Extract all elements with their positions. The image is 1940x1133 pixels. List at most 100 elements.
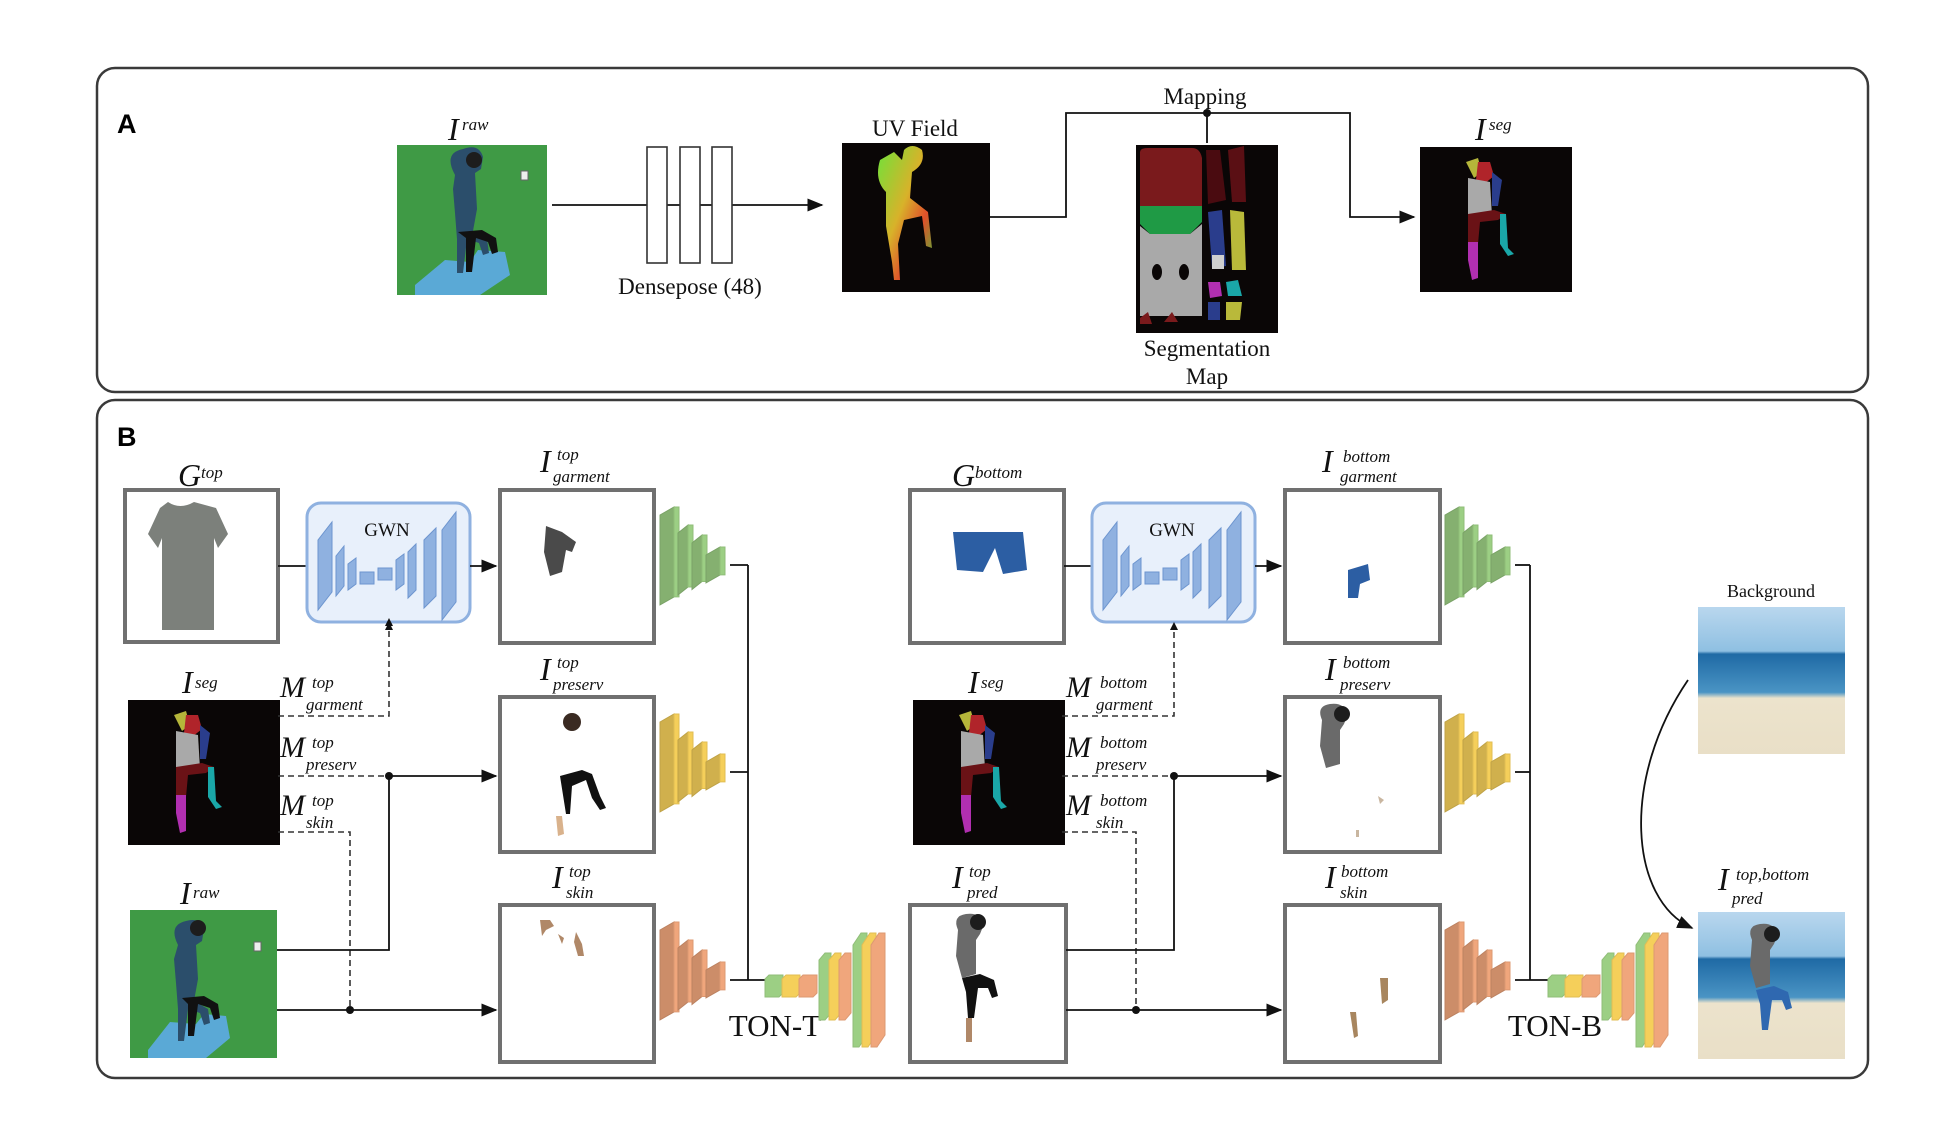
pred-top-label: I top pred bbox=[951, 859, 998, 902]
densepose-label: Densepose (48) bbox=[618, 274, 762, 299]
ton-b-label: TON-B bbox=[1508, 1008, 1602, 1043]
ton-t-decoder bbox=[764, 932, 886, 1048]
junction-node bbox=[346, 1006, 354, 1014]
svg-text:preserv: preserv bbox=[1095, 755, 1147, 774]
svg-text:top: top bbox=[312, 791, 334, 810]
svg-text:I: I bbox=[1321, 443, 1334, 479]
a-seg-label: I seg bbox=[1474, 111, 1512, 147]
svg-text:I: I bbox=[181, 664, 194, 700]
svg-text:top: top bbox=[312, 673, 334, 692]
bottom-preserv-image bbox=[1320, 703, 1384, 837]
ton-t-decoder-output bbox=[870, 932, 886, 1048]
svg-text:seg: seg bbox=[981, 673, 1004, 692]
ton-b-decoder-output bbox=[1653, 932, 1669, 1048]
bottom-garment-label: I bottom garment bbox=[1321, 443, 1398, 486]
densepose-network-icon bbox=[646, 146, 733, 264]
encoder-bottom-preserv-layer bbox=[1476, 740, 1488, 798]
encoder-bottom-garment-layer-side bbox=[1504, 546, 1511, 576]
encoder-bottom-preserv bbox=[1444, 713, 1511, 813]
ton-t-decoder-mid bbox=[828, 952, 842, 1021]
ton-t-decoder-block bbox=[781, 974, 801, 998]
encoder-top-preserv-layer bbox=[677, 730, 689, 804]
encoder-top-skin bbox=[659, 921, 726, 1021]
svg-text:I: I bbox=[447, 111, 460, 147]
svg-text:bottom: bottom bbox=[975, 463, 1022, 482]
encoder-bottom-skin-layer bbox=[1444, 921, 1460, 1021]
top-garment-label: I top garment bbox=[539, 443, 611, 486]
encoder-bottom-preserv-layer bbox=[1462, 730, 1474, 804]
encoder-top-skin-layer bbox=[659, 921, 675, 1021]
background-label: Background bbox=[1727, 581, 1815, 601]
svg-text:I: I bbox=[1474, 111, 1487, 147]
junction-node bbox=[1132, 1006, 1140, 1014]
mask-top-preserv-label: M top preserv bbox=[279, 731, 357, 774]
encoder-top-skin-layer bbox=[677, 938, 689, 1012]
shorts-icon bbox=[953, 532, 1027, 574]
encoder-bottom-skin-layer-side bbox=[1504, 961, 1511, 991]
background-to-pred-arrow bbox=[1640, 679, 1694, 929]
svg-text:garment: garment bbox=[306, 695, 364, 714]
svg-text:preserv: preserv bbox=[1339, 675, 1391, 694]
gwn-bottom-block: GWN bbox=[1090, 501, 1257, 624]
ton-b-decoder-block bbox=[1547, 974, 1567, 998]
encoder-bottom-garment-layer bbox=[1462, 523, 1474, 597]
ton-b-decoder-mid bbox=[1601, 952, 1615, 1021]
top-skin-image bbox=[540, 920, 584, 956]
encoder-top-garment-layer bbox=[677, 523, 689, 597]
encoder-bottom-skin-layer bbox=[1462, 938, 1474, 1012]
mask-bottom-preserv-label: M bottom preserv bbox=[1065, 731, 1147, 774]
svg-text:garment: garment bbox=[553, 467, 611, 486]
bottom-preserv-box bbox=[1283, 695, 1442, 854]
encoder-bottom-garment-layer bbox=[1444, 506, 1460, 606]
ton-t-decoder-mid bbox=[838, 952, 852, 1021]
encoder-bottom-preserv-layer-side bbox=[1504, 753, 1511, 783]
encoder-top-skin-layer-side bbox=[719, 961, 726, 991]
raw-to-preserv-wire bbox=[277, 776, 390, 951]
raw-b-image bbox=[130, 910, 277, 1058]
svg-text:preserv: preserv bbox=[305, 755, 357, 774]
svg-text:M: M bbox=[279, 731, 307, 764]
ton-b-decoder-block bbox=[1581, 974, 1601, 998]
mask-bottom-skin-label: M bottom skin bbox=[1065, 789, 1147, 832]
a-raw-label: I raw bbox=[447, 111, 489, 147]
encoder-top-preserv bbox=[659, 713, 726, 813]
svg-text:bottom: bottom bbox=[1100, 733, 1147, 752]
svg-text:garment: garment bbox=[1340, 467, 1398, 486]
panel-b-label: B bbox=[117, 422, 137, 452]
garment-bottom-label: G bottom bbox=[952, 457, 1022, 493]
encoder-top-preserv-layer bbox=[691, 740, 703, 798]
ton-t-decoder-block bbox=[798, 974, 818, 998]
svg-text:seg: seg bbox=[195, 673, 218, 692]
encoder-bottom-skin-layer bbox=[1476, 948, 1488, 1006]
svg-text:raw: raw bbox=[462, 115, 489, 134]
svg-text:skin: skin bbox=[1340, 883, 1367, 902]
mapping-node bbox=[1203, 109, 1211, 117]
svg-text:I: I bbox=[951, 859, 964, 895]
ton-b-decoder-mid bbox=[1621, 952, 1635, 1021]
svg-text:I: I bbox=[539, 443, 552, 479]
gwn-top-block: GWN bbox=[305, 501, 472, 624]
encoder-top-garment-layer bbox=[659, 506, 675, 606]
mask-top-garment-label: M top garment bbox=[279, 671, 364, 714]
garment-bottom-box bbox=[908, 488, 1066, 645]
svg-text:M: M bbox=[279, 789, 307, 822]
svg-text:top: top bbox=[312, 733, 334, 752]
mask-bottom-garment-label: M bottom garment bbox=[1065, 671, 1154, 714]
svg-text:skin: skin bbox=[1096, 813, 1123, 832]
svg-text:garment: garment bbox=[1096, 695, 1154, 714]
ton-t-decoder-mid bbox=[818, 952, 832, 1021]
uv-field-label: UV Field bbox=[872, 116, 958, 141]
a-seg-image bbox=[1420, 147, 1572, 292]
top-preserv-image bbox=[556, 713, 606, 836]
encoder-bottom-garment-layer bbox=[1476, 533, 1488, 591]
svg-text:skin: skin bbox=[566, 883, 593, 902]
ton-t-label: TON-T bbox=[729, 1008, 821, 1043]
segmentation-map-label-1: Segmentation bbox=[1144, 336, 1271, 361]
svg-text:M: M bbox=[1065, 789, 1093, 822]
pred-to-preserv-wire bbox=[1066, 776, 1175, 951]
mask-bottom-garment-arrowhead bbox=[1170, 622, 1178, 630]
bottom-skin-label: I bottom skin bbox=[1324, 859, 1388, 902]
seg-top-label: I seg bbox=[181, 664, 218, 700]
encoder-top-garment-layer bbox=[691, 533, 703, 591]
